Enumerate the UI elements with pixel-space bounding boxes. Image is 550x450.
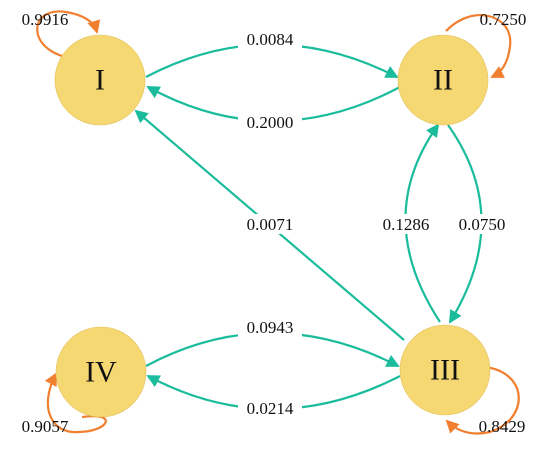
node-I-label: I — [95, 64, 105, 97]
edge-label-III-to-II: 0.1286 — [383, 215, 430, 234]
node-IV-label: IV — [85, 356, 117, 389]
node-III-label: III — [430, 354, 460, 387]
node-II-label: II — [433, 64, 453, 97]
edge-label-I-to-II: 0.0084 — [247, 30, 294, 49]
node-IV: IV — [55, 326, 147, 418]
edge-I-to-II — [145, 43, 399, 78]
self-loop-label-I: 0.9916 — [22, 10, 69, 29]
edge-labels: 0.0084 0.2000 0.0071 0.1286 0.0750 0.094… — [238, 29, 514, 418]
self-loop-labels: 0.9916 0.7250 0.8429 0.9057 — [22, 10, 527, 436]
self-loop-label-II: 0.7250 — [480, 10, 527, 29]
edge-label-II-to-I: 0.2000 — [247, 113, 294, 132]
node-IV-circle — [55, 326, 147, 418]
edge-label-IV-to-III: 0.0943 — [247, 318, 294, 337]
edge-IV-to-III — [145, 332, 400, 367]
self-loop-label-IV: 0.9057 — [22, 417, 69, 436]
self-loop-II — [445, 14, 512, 78]
node-I: I — [54, 34, 146, 126]
self-loop-label-III: 0.8429 — [479, 417, 526, 436]
node-II-circle — [397, 34, 489, 126]
edge-label-III-to-IV: 0.0214 — [247, 399, 294, 418]
edge-label-II-to-III: 0.0750 — [459, 215, 506, 234]
self-loop-I — [36, 10, 101, 60]
node-III: III — [399, 324, 491, 416]
node-II: II — [397, 34, 489, 126]
self-loop-IV — [44, 372, 107, 434]
node-III-circle — [399, 324, 491, 416]
self-loop-III — [445, 365, 520, 435]
node-I-circle — [54, 34, 146, 126]
edge-label-III-to-I: 0.0071 — [247, 215, 294, 234]
